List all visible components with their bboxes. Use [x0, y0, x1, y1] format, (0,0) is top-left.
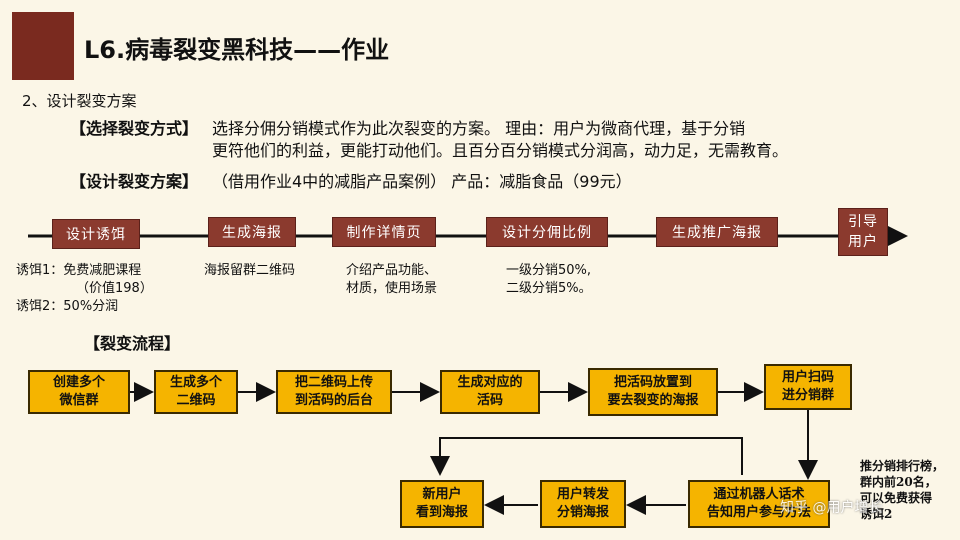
flow-label: 【裂变流程】	[84, 334, 181, 353]
commission-note-line-2: 二级分销5%。	[506, 281, 592, 296]
ranking-note-line-1: 推分销排行榜，	[860, 459, 945, 473]
detail-note-line-2: 材质，使用场景	[346, 281, 438, 296]
plan-label: 【设计裂变方案】	[70, 172, 199, 191]
ranking-note: 推分销排行榜， 群内前20名， 可以免费获得 诱饵2	[860, 458, 944, 522]
bait-note-line-1: 诱饵1：免费减肥课程	[16, 263, 142, 278]
plan-text: （借用作业4中的减脂产品案例） 产品：减脂食品（99元）	[212, 172, 632, 191]
title-accent-block	[12, 12, 72, 80]
bait-note-line-3: 诱饵2：50%分润	[16, 299, 119, 314]
method-label: 【选择裂变方式】	[70, 119, 199, 138]
section-heading: 2、设计裂变方案	[22, 92, 137, 110]
detail-note: 介绍产品功能、 材质，使用场景	[346, 262, 437, 298]
flow-box-bot-script: 通过机器人话术 告知用户参与方法	[688, 480, 830, 528]
bait-note-line-2: （价值198）	[76, 281, 153, 296]
step-design-commission: 设计分佣比例	[486, 217, 608, 247]
ranking-note-line-4: 诱饵2	[860, 507, 893, 521]
step-create-poster: 生成海报	[208, 217, 296, 247]
commission-note: 一级分销50%, 二级分销5%。	[506, 262, 592, 298]
flow-box-create-groups: 创建多个 微信群	[28, 370, 130, 414]
watermark: 知乎 @用户增长	[780, 500, 883, 516]
detail-note-line-1: 介绍产品功能、	[346, 263, 438, 278]
flow-box-generate-livecode: 生成对应的 活码	[440, 370, 540, 414]
flow-loop-arrow	[430, 437, 743, 476]
flow-box-scan-join: 用户扫码 进分销群	[764, 364, 852, 410]
method-line-2: 更符他们的利益，更能打动他们。且百分百分销模式分润高，动力足，无需教育。	[212, 141, 789, 160]
poster-note: 海报留群二维码	[204, 263, 296, 278]
title-divider	[72, 12, 74, 80]
step-design-bait: 设计诱饵	[52, 219, 140, 249]
flow-box-new-user: 新用户 看到海报	[400, 480, 484, 528]
step-make-detail-page: 制作详情页	[332, 217, 436, 247]
ranking-note-line-2: 群内前20名，	[860, 475, 937, 489]
flow-box-upload-qrcodes: 把二维码上传 到活码的后台	[276, 370, 392, 414]
step-create-promo-poster: 生成推广海报	[656, 217, 778, 247]
page-title: L6.病毒裂变黑科技——作业	[84, 36, 390, 64]
flow-box-user-forward: 用户转发 分销海报	[540, 480, 626, 528]
commission-note-line-1: 一级分销50%,	[506, 263, 592, 278]
flow-box-place-livecode: 把活码放置到 要去裂变的海报	[588, 368, 718, 416]
bait-note: 诱饵1：免费减肥课程 （价值198） 诱饵2：50%分润	[16, 262, 153, 316]
ranking-note-line-3: 可以免费获得	[860, 491, 933, 505]
step-guide-users: 引导 用户	[838, 208, 888, 256]
method-line-1: 选择分佣分销模式作为此次裂变的方案。 理由：用户为微商代理，基于分销	[212, 119, 746, 138]
flow-box-create-qrcodes: 生成多个 二维码	[154, 370, 238, 414]
